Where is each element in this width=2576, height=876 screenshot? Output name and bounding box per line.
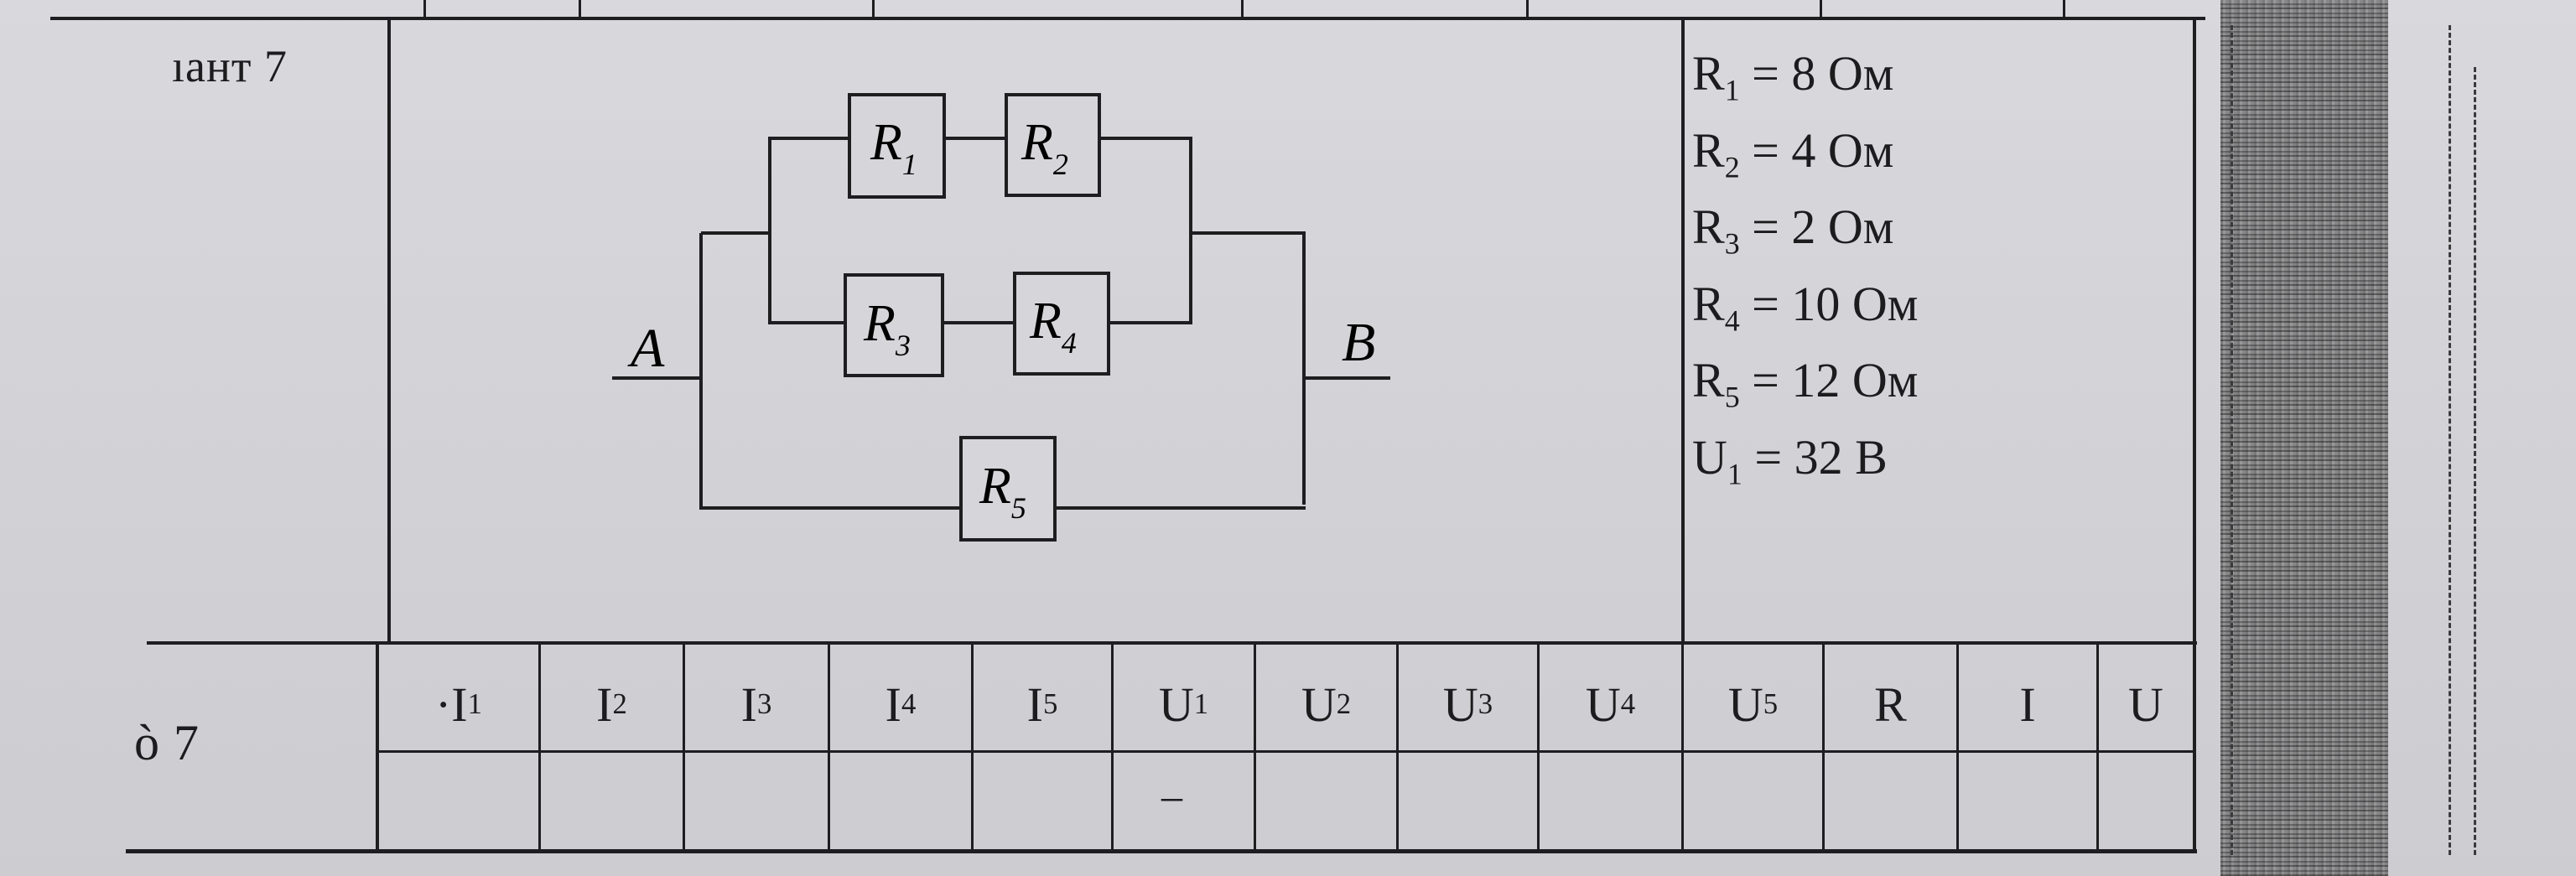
given-line: R5 = 12 Ом <box>1692 353 1919 414</box>
table-tick <box>579 0 581 18</box>
table-tick <box>423 0 426 18</box>
resistor-r1 <box>848 93 946 199</box>
scan-edge-noise <box>2220 0 2388 876</box>
resistor-r5 <box>959 436 1057 542</box>
table-col-line <box>971 643 974 853</box>
variant-title: ıант 7 <box>172 41 288 91</box>
table-header-r: R <box>1874 676 1907 732</box>
table-tick <box>1820 0 1822 18</box>
table-tick <box>2063 0 2065 18</box>
frame-bottom-border <box>147 641 2197 645</box>
frame-left-border <box>387 18 391 643</box>
frame-right-border <box>2193 18 2196 851</box>
given-values: R1 = 8 Ом R2 = 4 Ом R3 = 2 Ом R4 = 10 Ом… <box>1692 44 1918 505</box>
table-col-line <box>828 643 830 853</box>
table-header-u: U <box>2128 676 2163 732</box>
table-col-line <box>1396 643 1399 853</box>
resistor-r5-label: R5 <box>979 458 1026 525</box>
resistor-r3 <box>844 273 944 377</box>
node-b-label: B <box>1342 312 1375 373</box>
table-top-border <box>50 17 2205 20</box>
resistor-r2 <box>1005 93 1101 197</box>
table-col-line <box>538 643 541 853</box>
frame-divider <box>1681 18 1685 643</box>
table-col-line <box>1822 643 1825 853</box>
table-header-divider <box>376 750 2195 753</box>
table-tick <box>1241 0 1244 18</box>
variant-row-label: ò 7 <box>134 715 200 770</box>
given-line: R4 = 10 Ом <box>1692 276 1919 338</box>
given-line: R2 = 4 Ом <box>1692 122 1894 184</box>
resistor-r4-label: R4 <box>1029 293 1077 360</box>
resistor-r2-label: R2 <box>1021 114 1068 181</box>
answer-cell-u1-mark: – <box>1161 772 1182 819</box>
table-col-line <box>1681 643 1684 853</box>
resistor-r3-label: R3 <box>863 295 911 362</box>
table-col-line <box>376 643 379 853</box>
table-col-line <box>1111 643 1114 853</box>
table-col-line <box>2096 643 2099 853</box>
table-col-line <box>1254 643 1256 853</box>
resistor-r4 <box>1013 272 1110 376</box>
dashed-margin-line <box>2449 25 2451 855</box>
table-header-i: I <box>2019 676 2036 732</box>
dashed-margin-line <box>2474 67 2476 855</box>
table-tick <box>1526 0 1529 18</box>
given-line: R3 = 2 Ом <box>1692 200 1894 261</box>
table-col-line <box>1956 643 1959 853</box>
dashed-margin-line <box>2231 25 2233 855</box>
resistor-r1-label: R1 <box>870 114 917 181</box>
table-col-line <box>683 643 685 853</box>
given-line: U1 = 32 В <box>1692 429 1888 491</box>
given-line: R1 = 8 Ом <box>1692 46 1894 107</box>
table-col-line <box>1537 643 1540 853</box>
table-tick <box>872 0 875 18</box>
node-a-label: A <box>627 318 665 379</box>
table-bottom-border <box>126 849 2197 853</box>
